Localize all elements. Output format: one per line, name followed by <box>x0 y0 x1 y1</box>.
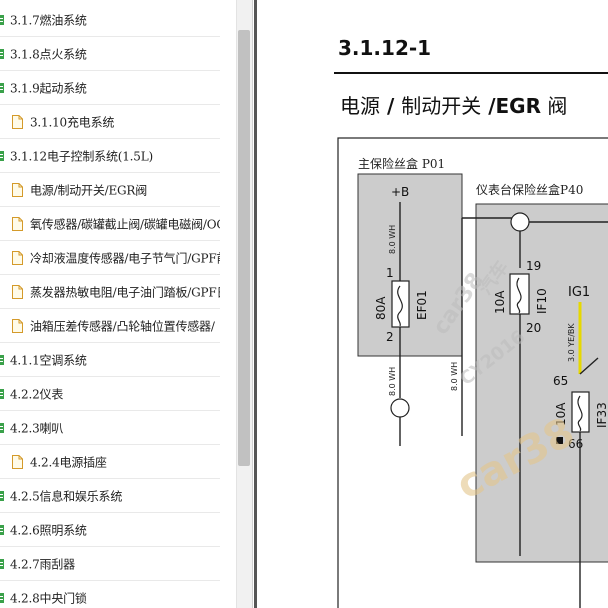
fuse-if10 <box>509 273 530 315</box>
tree-node-icon <box>0 14 5 26</box>
page-title: 电源 / 制动开关 /EGR 阀 <box>340 90 567 119</box>
toc-item[interactable]: 4.2.8中央门锁 <box>0 581 220 608</box>
toc-item-label: 冷却液温度传感器/电子节气门/GPF前 <box>30 251 220 265</box>
toc-item[interactable]: 4.2.4电源插座 <box>0 445 220 479</box>
fuse-if33-element <box>577 395 583 432</box>
wire-label-bottom: 8.0 WH <box>388 367 397 396</box>
toc-item[interactable]: 4.2.7雨刮器 <box>0 547 220 581</box>
toc-item[interactable]: 油箱压差传感器/凸轮轴位置传感器/ <box>0 309 220 343</box>
wire-if33-up <box>579 357 599 375</box>
fuse-ef01 <box>391 280 410 328</box>
toc-item[interactable]: 3.1.12电子控制系统(1.5L) <box>0 139 220 173</box>
main-fuse-box <box>357 173 463 357</box>
toc-item[interactable]: 3.1.8点火系统 <box>0 37 220 71</box>
wiring-diagram: 主保险丝盒 P01 +B 8.0 WH 1 80A EF01 2 8.0 WH … <box>337 137 608 608</box>
scrollbar-thumb[interactable] <box>238 30 250 466</box>
toc-item-label: 3.1.12电子控制系统(1.5L) <box>10 149 153 163</box>
toc-item-label: 3.1.7燃油系统 <box>10 13 87 27</box>
title-part-power: 电源 <box>340 94 380 118</box>
fuse-if33-name: IF33 <box>595 402 608 428</box>
wire-label-top: 8.0 WH <box>388 225 397 254</box>
fuse-if33-rating: 10A <box>554 402 568 426</box>
tree-node-icon <box>0 592 5 604</box>
toc-item-label: 4.2.2仪表 <box>10 387 64 401</box>
toc-item[interactable]: 4.1.1空调系统 <box>0 343 220 377</box>
dash-fuse-box-label: 仪表台保险丝盒P40 <box>476 182 583 197</box>
toc-item-label: 4.1.1空调系统 <box>10 353 87 367</box>
title-part-brake: 制动开关 <box>401 94 482 118</box>
toc-item[interactable]: 3.1.9起动系统 <box>0 71 220 105</box>
toc-item[interactable]: 冷却液温度传感器/电子节气门/GPF前 <box>0 241 220 275</box>
pin-20-label: 20 <box>526 321 541 335</box>
fuse-if33 <box>571 391 590 433</box>
toc-item-label: 3.1.8点火系统 <box>10 47 87 61</box>
fuse-ef01-name: EF01 <box>415 290 429 320</box>
section-number: 3.1.12-1 <box>338 36 432 60</box>
title-part-valve: 阀 <box>541 94 568 118</box>
toc-item[interactable]: 电源/制动开关/EGR阀 <box>0 173 220 207</box>
tree-node-icon <box>0 48 5 60</box>
fuse-if10-element <box>516 277 522 314</box>
toc-item[interactable]: 3.1.10充电系统 <box>0 105 220 139</box>
pin-66-marker <box>556 437 563 444</box>
tree-node-icon <box>0 422 5 434</box>
document-icon <box>12 318 23 333</box>
wire-label-yellow: 3.0 YE/BK <box>567 323 576 362</box>
toc-item-label: 4.2.6照明系统 <box>10 523 87 537</box>
plus-b-label: +B <box>391 185 409 199</box>
pin-65-label: 65 <box>553 374 568 388</box>
toc-item[interactable]: 3.1.7燃油系统 <box>0 3 220 37</box>
diagram-border <box>337 137 608 608</box>
toc-item-label: 4.2.8中央门锁 <box>10 591 87 605</box>
tree-node-icon <box>0 558 5 570</box>
toc-item-label: 4.2.4电源插座 <box>30 455 107 469</box>
toc-item-label: 油箱压差传感器/凸轮轴位置传感器/ <box>30 319 215 333</box>
toc-item[interactable]: 4.2.6照明系统 <box>0 513 220 547</box>
document-icon <box>12 216 23 231</box>
main-fuse-box-label: 主保险丝盒 P01 <box>358 156 445 171</box>
tree-node-icon <box>0 490 5 502</box>
fuse-if10-rating: 10A <box>493 290 507 314</box>
document-icon <box>12 284 23 299</box>
fuse-ef01-element <box>397 285 403 327</box>
dash-fuse-box <box>475 203 608 563</box>
tree-node-icon <box>0 388 5 400</box>
pin-1-label: 1 <box>386 266 394 280</box>
document-icon <box>12 114 23 129</box>
connector-main-bottom <box>390 398 410 418</box>
document-icon <box>12 182 23 197</box>
pin-19-label: 19 <box>526 259 541 273</box>
toc-sidebar: 3.1.7燃油系统 3.1.8点火系统 3.1.9起动系统 3.1.10充电系统 3.1… <box>0 0 236 608</box>
toc-item-label: 4.2.7雨刮器 <box>10 557 75 571</box>
toc-item[interactable]: 4.2.5信息和娱乐系统 <box>0 479 220 513</box>
tree-node-icon <box>0 82 5 94</box>
connector-dash-top <box>510 212 530 232</box>
toc-item-label: 4.2.3喇叭 <box>10 421 64 435</box>
toc-item-label: 3.1.9起动系统 <box>10 81 87 95</box>
pin-2-label: 2 <box>386 330 394 344</box>
fuse-ef01-rating: 80A <box>374 296 388 320</box>
document-icon <box>12 250 23 265</box>
toc-item[interactable]: 蒸发器热敏电阻/电子油门踏板/GPF日 <box>0 275 220 309</box>
title-sep-1: / <box>380 94 402 118</box>
fuse-if10-name: IF10 <box>535 288 549 314</box>
title-part-egr: EGR <box>495 94 541 118</box>
tree-node-icon <box>0 354 5 366</box>
wire-label-mid: 8.0 WH <box>450 362 459 391</box>
toc-item-label: 电源/制动开关/EGR阀 <box>30 183 148 197</box>
title-sep-2: / <box>481 94 496 118</box>
toc-item-label: 3.1.10充电系统 <box>30 115 115 129</box>
toc-item[interactable]: 氧传感器/碳罐截止阀/碳罐电磁阀/OC <box>0 207 220 241</box>
toc-item-label: 4.2.5信息和娱乐系统 <box>10 489 123 503</box>
toc-item-label: 氧传感器/碳罐截止阀/碳罐电磁阀/OC <box>30 217 220 231</box>
page-edge <box>254 0 257 608</box>
document-icon <box>12 454 23 469</box>
tree-node-icon <box>0 150 5 162</box>
ig1-label: IG1 <box>568 285 590 300</box>
title-rule <box>334 72 608 74</box>
toc-item-label: 蒸发器热敏电阻/电子油门踏板/GPF日 <box>30 285 220 299</box>
toc-item[interactable]: 4.2.2仪表 <box>0 377 220 411</box>
toc-item[interactable]: 4.2.3喇叭 <box>0 411 220 445</box>
tree-node-icon <box>0 524 5 536</box>
